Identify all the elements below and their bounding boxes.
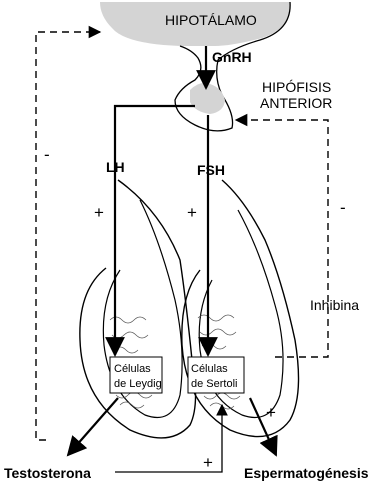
- pituitary-label-line2: ANTERIOR: [260, 95, 332, 111]
- testosterone-effect-sign: +: [203, 453, 213, 472]
- inhibin-feedback: [236, 120, 328, 357]
- fsh-effect-sign: +: [187, 203, 197, 222]
- lh-label: LH: [106, 159, 125, 175]
- sertoli-label-line1: Células: [191, 363, 228, 375]
- left-negative-feedback: [36, 32, 100, 440]
- fsh-label: FSH: [197, 162, 225, 178]
- left-feedback-sign: -: [44, 145, 50, 164]
- testosterone-output-arrow: [68, 398, 118, 455]
- sertoli-effect-sign: +: [266, 403, 276, 422]
- hypothalamus-label: HIPOTÁLAMO: [165, 12, 257, 28]
- spermatogenesis-label: Espermatogénesis: [244, 465, 369, 481]
- gnrh-label: GnRH: [212, 49, 252, 65]
- leydig-label-line1: Células: [114, 363, 151, 375]
- pituitary-label-line1: HIPÓFISIS: [262, 79, 331, 95]
- lh-effect-sign: +: [94, 203, 104, 222]
- testosterone-label: Testosterona: [4, 465, 91, 481]
- right-testis-outline: [182, 180, 299, 437]
- leydig-label-line2: de Leydig: [114, 378, 162, 390]
- inhibin-label: Inhibina: [310, 297, 359, 313]
- right-feedback-sign: -: [340, 198, 346, 217]
- sertoli-label-line2: de Sertoli: [191, 378, 237, 390]
